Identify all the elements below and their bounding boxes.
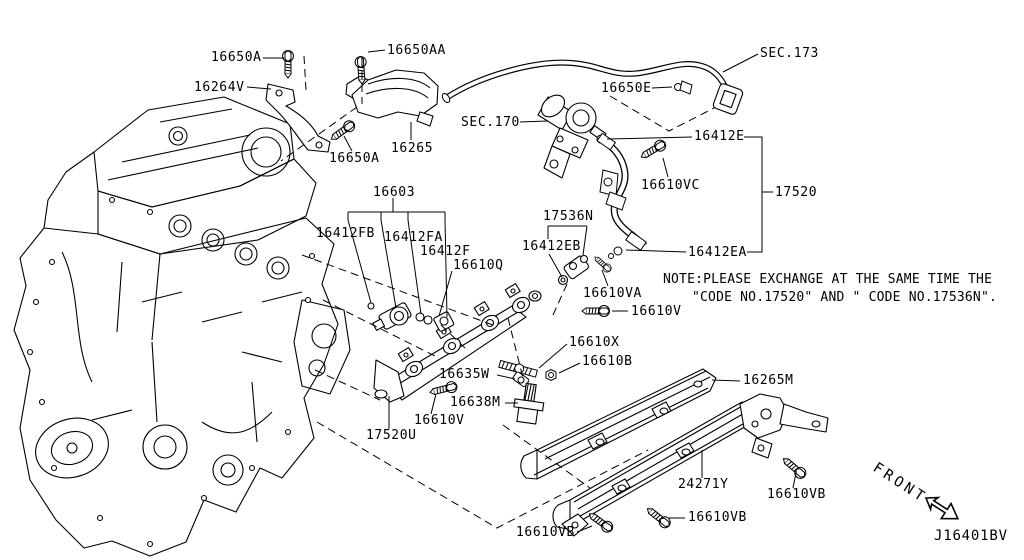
- part-label-16610V-1: 16610V: [631, 304, 682, 319]
- part-label-16412F: 16412F: [420, 244, 471, 259]
- note-line-1: NOTE:PLEASE EXCHANGE AT THE SAME TIME TH…: [663, 272, 993, 287]
- part-label-16265: 16265: [391, 141, 434, 156]
- front-direction: FRONT: [870, 460, 960, 520]
- bracket-16264V: [265, 83, 331, 153]
- part-label-16650AA: 16650AA: [387, 43, 446, 58]
- part-label-16412EA: 16412EA: [688, 245, 747, 260]
- part-label-16650E: 16650E: [601, 81, 652, 96]
- front-arrow-icon: [924, 496, 960, 520]
- part-label-16650A-2: 16650A: [329, 151, 380, 166]
- part-label-16610X: 16610X: [569, 335, 620, 350]
- engine-block-art: [13, 96, 351, 557]
- bolt-16610VB-1: [779, 454, 809, 482]
- oring-16412EA: [613, 246, 623, 256]
- part-label-16412FA: 16412FA: [384, 230, 443, 245]
- oring-16412F: [415, 312, 425, 322]
- part-label-16650A-1: 16650A: [211, 50, 262, 65]
- bolt-16610VB-2: [643, 503, 673, 531]
- protector-16265M: [520, 368, 717, 480]
- clip-16610Q: [439, 316, 449, 326]
- part-label-SEC170: SEC.170: [461, 115, 520, 130]
- drawing-number: J16401BV: [934, 528, 1008, 544]
- part-label-16412FB: 16412FB: [316, 226, 375, 241]
- insulator-16265: [345, 69, 439, 127]
- part-label-16610VA: 16610VA: [583, 286, 642, 301]
- part-label-16265M: 16265M: [743, 373, 794, 388]
- part-label-16603: 16603: [373, 185, 416, 200]
- nut-16610B: [545, 368, 557, 382]
- fuel-tube-sec173: [441, 59, 744, 115]
- part-label-16610VB-1: 16610VB: [767, 487, 826, 502]
- part-label-16412EB: 16412EB: [522, 239, 581, 254]
- part-label-16638M: 16638M: [450, 395, 501, 410]
- dashed-lines: [280, 55, 715, 529]
- part-label-16610VB-3: 16610VB: [516, 525, 575, 540]
- part-label-16610V-2: 16610V: [414, 413, 465, 428]
- connector-sec173: [712, 83, 744, 115]
- part-label-16610Q: 16610Q: [453, 258, 504, 273]
- protector-24271Y: [552, 393, 829, 537]
- front-text: FRONT: [870, 460, 930, 507]
- part-label-24271Y: 24271Y: [678, 477, 729, 492]
- hose-17520: [596, 132, 647, 259]
- part-label-17536N: 17536N: [543, 209, 594, 224]
- pump-sec170: [537, 94, 607, 179]
- exchange-note: NOTE:PLEASE EXCHANGE AT THE SAME TIME TH…: [663, 271, 997, 307]
- part-label-SEC173: SEC.173: [760, 46, 819, 61]
- part-label-16412E: 16412E: [694, 129, 745, 144]
- bolt-16650A-1: [282, 50, 294, 79]
- bolt-16610V-1: [581, 305, 610, 317]
- fuel-rail-17520U: [373, 283, 542, 403]
- note-line-2: "CODE NO.17520" AND " CODE NO.17536N".: [692, 290, 998, 305]
- part-label-17520: 17520: [775, 185, 818, 200]
- part-label-16610VC: 16610VC: [641, 178, 700, 193]
- part-label-16264V: 16264V: [194, 80, 245, 95]
- clip-16650E: [674, 80, 693, 95]
- part-label-16610B: 16610B: [582, 354, 633, 369]
- injector-16603: [367, 302, 455, 332]
- leader-lines: [246, 49, 797, 533]
- damper-17536N: [557, 253, 614, 286]
- part-label-16635W: 16635W: [439, 367, 490, 382]
- bolt-16650A-2: [327, 118, 358, 145]
- part-label-16610VB-2: 16610VB: [688, 510, 747, 525]
- part-label-17520U: 17520U: [366, 428, 417, 443]
- valve-16638M: [513, 382, 545, 425]
